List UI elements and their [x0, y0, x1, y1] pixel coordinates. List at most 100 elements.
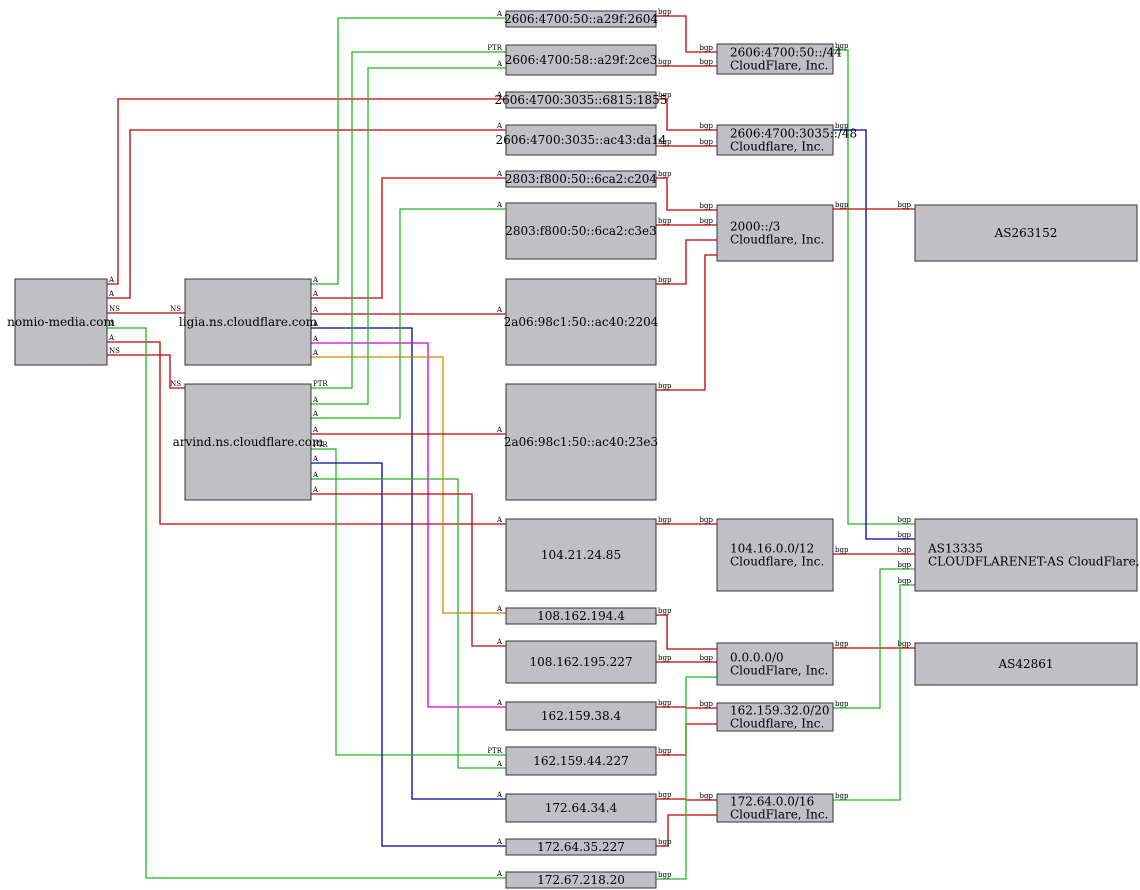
edge-head-label: A: [496, 122, 503, 130]
node-box: [914, 518, 1138, 592]
edge-tail-label: A: [312, 335, 319, 343]
edge-tail-label: A: [312, 471, 319, 479]
edge-nomio-ip6c-0: AA: [107, 91, 506, 285]
node-box: [914, 642, 1138, 686]
node-ligia-ns-cloudflare-com[interactable]: ligia.ns.cloudflare.com: [179, 278, 318, 366]
node-label: Cloudflare, Inc.: [730, 140, 824, 154]
node-2a06-98c1-50-ac40-2204[interactable]: 2a06:98c1:50::ac40:2204: [504, 278, 659, 366]
edge-tail-label: bgp: [658, 8, 672, 16]
edge-tail-label: bgp: [658, 607, 672, 615]
edge-line: [107, 354, 185, 389]
edge-line: [107, 98, 506, 285]
node-label: CloudFlare, Inc.: [730, 808, 828, 822]
edge-ligia-ip6a-6: AA: [311, 10, 506, 285]
node-label: Cloudflare, Inc.: [730, 555, 824, 569]
node-box: [505, 793, 657, 823]
node-label: 172.64.34.4: [545, 801, 618, 815]
edge-ligia-ip6e-7: AA: [311, 170, 506, 299]
edge-tail-label: bgp: [658, 699, 672, 707]
node-2a06-98c1-50-ac40-23e3[interactable]: 2a06:98c1:50::ac40:23e3: [504, 383, 658, 501]
node-2803-f800-50-6ca2-c3e3[interactable]: 2803:f800:50::6ca2:c3e3: [505, 202, 657, 260]
edge-arvind-ip6b-13: AA: [311, 60, 506, 405]
edge-head-label: A: [496, 699, 503, 707]
node-label: 108.162.194.4: [537, 609, 625, 623]
node-2606-4700-3035-ac43-da14[interactable]: 2606:4700:3035::ac43:da14: [495, 124, 667, 156]
node-2803-f800-50-6ca2-c204[interactable]: 2803:f800:50::6ca2:c204: [505, 170, 658, 188]
node-arvind-ns-cloudflare-com[interactable]: arvind.ns.cloudflare.com: [173, 383, 324, 501]
node-2606-4700-50-a29f-2604[interactable]: 2606:4700:50::a29f:2604: [504, 10, 658, 28]
edge-line: [311, 478, 506, 769]
node-label: 172.64.0.0/16: [730, 795, 814, 809]
edge-line: [311, 493, 506, 647]
node-as263152[interactable]: AS263152: [914, 204, 1138, 262]
edge-head-label: A: [496, 170, 503, 178]
node-as42861[interactable]: AS42861: [914, 642, 1138, 686]
edge-head-label: bgp: [700, 700, 714, 708]
edge-arvind-ip4e-18: AA: [311, 471, 506, 769]
node-label: 2a06:98c1:50::ac40:2204: [504, 315, 659, 329]
node-box: [505, 640, 657, 684]
node-box: [505, 383, 657, 501]
edge-head-label: A: [496, 638, 503, 646]
node-box: [14, 278, 108, 366]
node-108-162-195-227[interactable]: 108.162.195.227: [505, 640, 657, 684]
node-172-64-35-227[interactable]: 172.64.35.227: [505, 838, 657, 856]
node-box: [184, 383, 312, 501]
edge-line: [311, 356, 506, 614]
node-104-21-24-85[interactable]: 104.21.24.85: [505, 518, 657, 592]
node-box: [716, 518, 834, 592]
node-162-159-44-227[interactable]: 162.159.44.227: [505, 746, 657, 776]
edge-tail-label: A: [108, 290, 115, 298]
edge-line: [656, 254, 717, 391]
edge-tail-label: PTR: [313, 441, 328, 449]
edge-line: [311, 17, 506, 285]
edge-head-label: A: [496, 870, 503, 878]
node-108-162-194-4[interactable]: 108.162.194.4: [505, 607, 657, 625]
edge-tail-label: bgp: [658, 217, 672, 225]
edge-line: [107, 341, 506, 525]
edge-tail-label: bgp: [835, 122, 849, 130]
node-label: 2a06:98c1:50::ac40:23e3: [504, 435, 658, 449]
edge-line: [656, 676, 717, 880]
edge-line: [656, 177, 717, 211]
node-172-67-218-20[interactable]: 172.67.218.20: [505, 871, 657, 889]
edge-head-label: bgp: [700, 44, 714, 52]
edge-line: [656, 15, 717, 53]
edge-tail-label: NS: [109, 305, 120, 313]
node-2606-4700-58-a29f-2ce3[interactable]: 2606:4700:58::a29f:2ce3: [505, 44, 658, 76]
node-nomio-media-com[interactable]: nomio-media.com: [7, 278, 115, 366]
edge-tail-label: A: [312, 486, 319, 494]
nodes-layer: nomio-media.com ligia.ns.cloudflare.com ar…: [7, 10, 1140, 889]
edge-tail-label: A: [312, 290, 319, 298]
edge-tail-label: bgp: [658, 791, 672, 799]
node-box: [505, 170, 657, 188]
edge-line: [656, 98, 717, 131]
node-label: 172.64.35.227: [537, 840, 625, 854]
node-162-159-38-4[interactable]: 162.159.38.4: [505, 701, 657, 731]
edge-ligia-ip4b-11: AA: [311, 349, 506, 614]
edge-tail-label: bgp: [658, 382, 672, 390]
node-2606-4700-3035-6815-1855[interactable]: 2606:4700:3035::6815:1855: [495, 91, 668, 109]
edge-tail-label: A: [108, 320, 115, 328]
edge-line: [311, 342, 506, 708]
edge-tail-label: A: [312, 455, 319, 463]
node-172-64-34-4[interactable]: 172.64.34.4: [505, 793, 657, 823]
